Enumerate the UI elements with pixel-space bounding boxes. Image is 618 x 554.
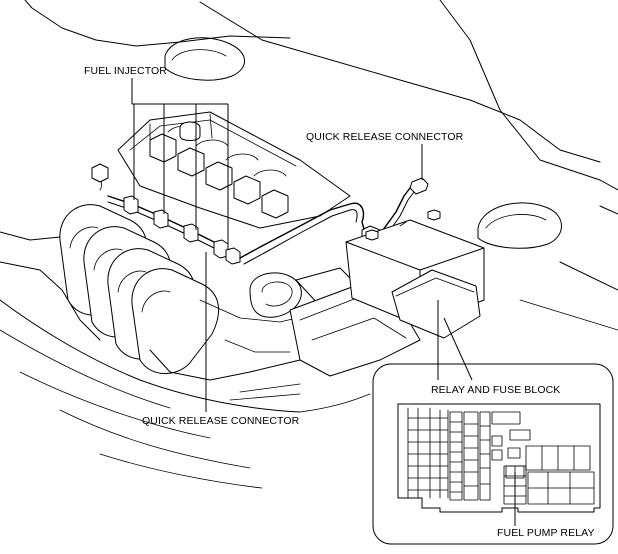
fuel-injectors (123, 195, 241, 265)
ignition-coils (149, 133, 289, 219)
fuel-injector-label: FUEL INJECTOR (84, 65, 167, 77)
relay-and-fuse-block-label: RELAY AND FUSE BLOCK (431, 384, 560, 396)
engine-assembly (59, 111, 421, 401)
fuse-grid (407, 407, 531, 501)
vehicle-body-outline (0, 0, 618, 489)
relay-and-fuse-block-callout (372, 363, 614, 545)
quick-release-connector-top-label: QUICK RELEASE CONNECTOR (306, 131, 464, 143)
leader-lines (131, 78, 516, 526)
fuel-rail (107, 195, 241, 265)
intake-manifold (59, 204, 220, 374)
relay-and-fuse-block-housing (391, 269, 481, 339)
quick-release-connector-bottom-label: QUICK RELEASE CONNECTOR (142, 415, 300, 427)
fuel-pump-relay-label: FUEL PUMP RELAY (497, 527, 595, 539)
